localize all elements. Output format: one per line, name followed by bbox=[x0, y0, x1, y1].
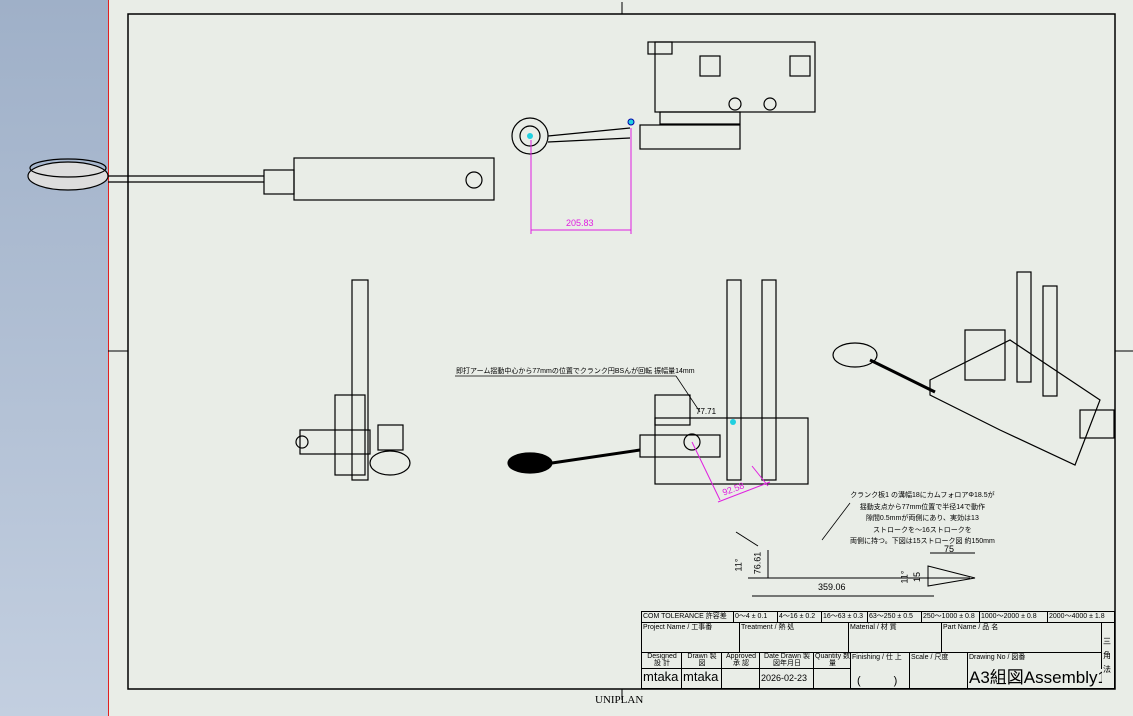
note-line: 隙間0.5mmが両側にあり、実効は13 bbox=[865, 515, 979, 522]
side-view bbox=[295, 279, 411, 481]
front-dimension bbox=[691, 441, 771, 503]
note-stroke: クランク板1 の溝幅18にカムフォロアΦ18.5が 揺動支点から77mm位置で半… bbox=[850, 490, 995, 548]
finishing-value[interactable]: ( ) bbox=[857, 675, 898, 687]
viewport-edge bbox=[108, 0, 109, 716]
note-line: ストロークを～16ストロークを bbox=[873, 526, 972, 534]
leader-lines bbox=[455, 375, 851, 541]
approved-value[interactable] bbox=[722, 669, 760, 689]
dim-small[interactable]: 77.71 bbox=[696, 407, 717, 416]
tolerance: 1000～2000 ± 0.8 bbox=[980, 612, 1048, 623]
note-line: 揺動支点から77mm位置で半径14で動作 bbox=[859, 503, 986, 511]
sheet-border bbox=[127, 13, 1116, 690]
left-panel bbox=[0, 0, 108, 716]
project-name-field[interactable]: Project Name / 工事番 bbox=[642, 623, 740, 653]
dim-angle2[interactable]: 11° bbox=[899, 570, 910, 584]
center-marks bbox=[108, 2, 1133, 700]
dim-top[interactable]: 205.83 bbox=[566, 218, 594, 228]
dim-height[interactable]: 76.61 bbox=[752, 551, 763, 575]
dim-width-small[interactable]: 15 bbox=[912, 571, 923, 583]
tolerance: 2000～4000 ± 1.8 bbox=[1048, 612, 1115, 623]
treatment-field[interactable]: Treatment / 熱 処 bbox=[740, 623, 849, 653]
projection-label: 三角法 bbox=[1103, 637, 1111, 674]
tolerance: 4～16 ± 0.2 bbox=[778, 612, 822, 623]
title-block: COM TOLERANCE 許容差 0～4 ± 0.1 4～16 ± 0.2 1… bbox=[641, 611, 1115, 689]
dim-angle1[interactable]: 11° bbox=[733, 558, 744, 572]
drawing-no-value[interactable]: A3組図Assembly1 bbox=[969, 669, 1102, 687]
tolerance-header: COM TOLERANCE 許容差 bbox=[642, 612, 734, 623]
material-field[interactable]: Material / 材 質 bbox=[849, 623, 942, 653]
tolerance: 0～4 ± 0.1 bbox=[734, 612, 778, 623]
drawn-value[interactable]: mtaka bbox=[682, 669, 722, 689]
iso-view bbox=[832, 271, 1115, 466]
part-name-field[interactable]: Part Name / 品 名 bbox=[942, 623, 1102, 653]
drawn-label: Drawn 製 図 bbox=[682, 653, 722, 669]
scale-label[interactable]: Scale / 尺度 bbox=[910, 653, 968, 689]
dim-width[interactable]: 75 bbox=[944, 544, 955, 554]
stroke-diagram bbox=[735, 531, 976, 597]
footer-brand: UNIPLAN bbox=[595, 694, 644, 706]
designed-label: Designed 設 計 bbox=[642, 653, 682, 669]
quantity-value[interactable] bbox=[814, 669, 851, 689]
front-view bbox=[507, 279, 809, 485]
quantity-label: Quantity 数 量 bbox=[814, 653, 851, 669]
note-crank: 即打アーム揺動中心から77mmの位置でクランク円BSんが回転 振幅量14mm bbox=[456, 368, 695, 375]
designed-value[interactable]: mtaka bbox=[642, 669, 682, 689]
top-view bbox=[27, 41, 816, 201]
tolerance: 16～63 ± 0.3 bbox=[822, 612, 868, 623]
note-line: 両側に持つ。下図は15ストローク図 約150mm bbox=[850, 538, 995, 545]
finishing-label: Finishing / 仕 上 bbox=[851, 653, 910, 689]
date-value[interactable]: 2026-02-23 bbox=[760, 669, 814, 689]
note-line: クランク板1 の溝幅18にカムフォロアΦ18.5が bbox=[850, 492, 995, 499]
tolerance: 250～1000 ± 0.8 bbox=[922, 612, 980, 623]
date-label: Date Drawn 製図年月日 bbox=[760, 653, 814, 669]
approved-label: Approved 承 認 bbox=[722, 653, 760, 669]
tolerance: 63～250 ± 0.5 bbox=[868, 612, 922, 623]
drawing-no-label: Drawing No / 図番 bbox=[968, 653, 1102, 669]
dim-length[interactable]: 359.06 bbox=[818, 582, 846, 592]
top-dimension bbox=[530, 128, 632, 234]
